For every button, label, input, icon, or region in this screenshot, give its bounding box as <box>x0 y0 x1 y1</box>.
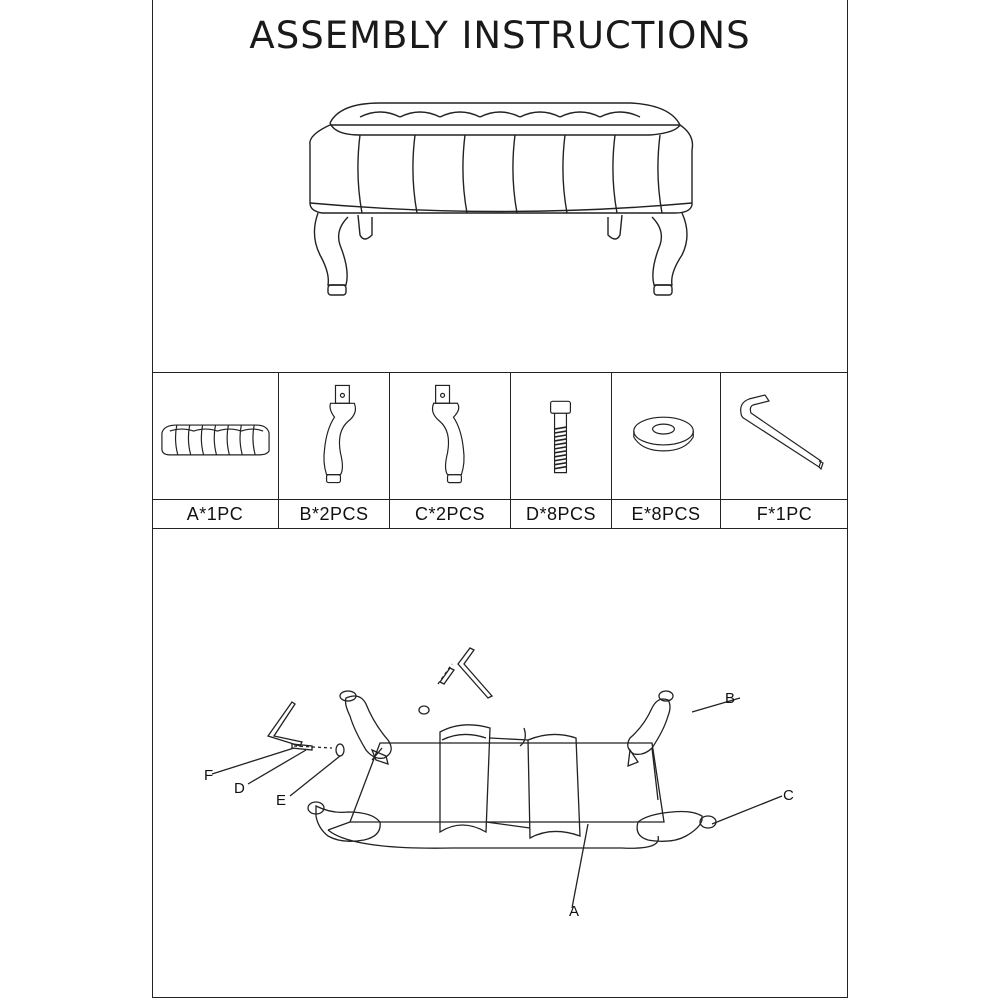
assembly-diagram <box>211 647 783 909</box>
bench-seat-icon <box>161 424 270 456</box>
part-cell-d: D*8PCS <box>511 373 612 528</box>
part-cell-e: E*8PCS <box>612 373 721 528</box>
callout-b: B <box>725 690 736 707</box>
part-cell-c: C*2PCS <box>390 373 511 528</box>
washer-icon <box>633 416 694 452</box>
part-cell-b: B*2PCS <box>279 373 390 528</box>
callout-f: F <box>204 767 214 784</box>
part-label-d: D*8PCS <box>511 499 611 528</box>
leg-left-icon <box>323 384 357 484</box>
part-cell-f: F*1PC <box>721 373 848 528</box>
callout-c: C <box>783 787 794 804</box>
page-title: ASSEMBLY INSTRUCTIONS <box>249 14 751 57</box>
bolt-icon <box>550 400 571 474</box>
callout-d: D <box>234 780 245 797</box>
part-label-a: A*1PC <box>152 499 278 528</box>
callout-e: E <box>276 792 287 809</box>
parts-table: A*1PC B*2PCS C*2PCS D*8PCS <box>152 372 848 529</box>
allen-key-icon <box>740 394 824 471</box>
part-label-b: B*2PCS <box>279 499 389 528</box>
part-cell-a: A*1PC <box>152 373 279 528</box>
part-label-e: E*8PCS <box>612 499 720 528</box>
part-label-f: F*1PC <box>721 499 848 528</box>
callout-a: A <box>569 903 580 920</box>
part-label-c: C*2PCS <box>390 499 510 528</box>
leg-right-icon <box>431 384 465 484</box>
bench-illustration <box>309 102 694 296</box>
